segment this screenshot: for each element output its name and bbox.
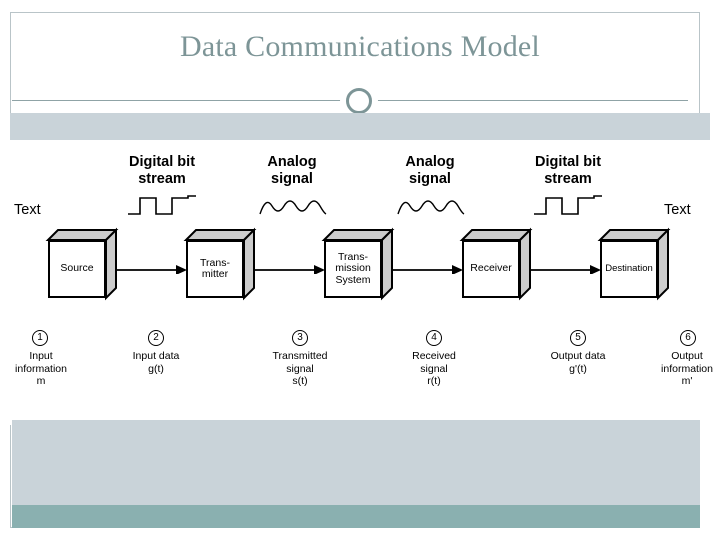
block-label: Source [48,240,106,298]
block-transmission-system[interactable]: Trans- mission System [321,227,395,301]
block-transmitter[interactable]: Trans- mitter [183,227,257,301]
caption-number-4: 4 [426,330,442,346]
arrow-transmitter-to-transmission [254,265,325,274]
block-receiver[interactable]: Receiver [459,227,533,301]
caption-number-5: 5 [570,330,586,346]
data-communications-diagram: Text Text Digital bit stream Analog sign… [0,140,720,425]
block-label: Destination [600,240,658,298]
square-wave-icon [534,195,602,215]
box-3d-shading [183,227,257,301]
block-source[interactable]: Source [45,227,119,301]
page-title: Data Communications Model [180,30,540,63]
sine-wave-icon [259,200,327,215]
caption-text-5: Output data g'(t) [550,350,606,375]
arrow-source-to-transmitter [116,265,187,274]
sine-wave-icon [397,200,465,215]
square-wave-icon [128,195,196,215]
caption-text-3: Transmitted signal s(t) [272,350,328,387]
caption-text-2: Input data g(t) [132,350,180,375]
caption-number-6: 6 [680,330,696,346]
caption-text-1: Input information m [15,350,67,387]
signal-label-analog-1: Analog signal [267,154,317,187]
caption-number-2: 2 [148,330,164,346]
block-label: Trans- mitter [186,240,244,298]
box-3d-shading [459,227,533,301]
block-label: Receiver [462,240,520,298]
arrow-receiver-to-destination [530,265,601,274]
edge-label-right: Text [664,202,691,218]
caption-number-1: 1 [32,330,48,346]
edge-label-left: Text [14,202,41,218]
box-3d-shading [321,227,395,301]
caption-text-4: Received signal r(t) [412,350,456,387]
signal-label-analog-2: Analog signal [405,154,455,187]
bottom-accent-band [12,420,700,505]
block-destination[interactable]: Destination [597,227,671,301]
bottom-teal-band [12,505,700,528]
signal-label-digital-1: Digital bit stream [128,154,196,187]
box-3d-shading [597,227,671,301]
block-label: Trans- mission System [324,240,382,298]
caption-text-6: Output information m' [661,350,713,387]
signal-label-digital-2: Digital bit stream [534,154,602,187]
arrow-transmission-to-receiver [392,265,463,274]
top-accent-band [10,113,710,140]
caption-number-3: 3 [292,330,308,346]
